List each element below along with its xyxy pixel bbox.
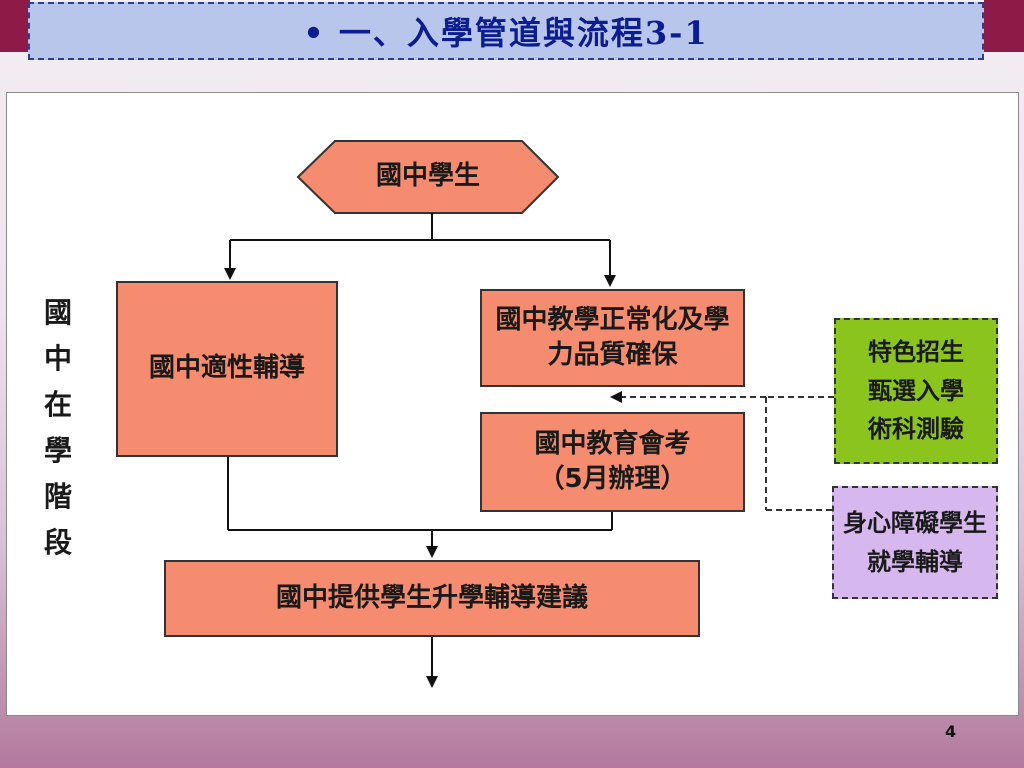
start-label: 國中學生: [375, 161, 480, 192]
disability-guidance-box: 身心障礙學生 就學輔導: [832, 486, 998, 599]
exam-box: 國中教育會考 （5月辦理）: [480, 412, 745, 512]
bottom-advice-box: 國中提供學生升學輔導建議: [164, 560, 700, 637]
top-left-accent: [0, 0, 30, 52]
page-number: 4: [945, 722, 957, 741]
junior-high-stage-label: 國中在學階段: [43, 296, 72, 559]
title-bar: • 一、入學管道與流程3-1: [28, 2, 984, 60]
top-right-accent: [984, 0, 1024, 52]
slide-title: • 一、入學管道與流程3-1: [303, 14, 709, 52]
start-hexagon: [296, 140, 560, 214]
right-top-box: 國中教學正常化及學 力品質確保: [480, 289, 745, 387]
left-guidance-box: 國中適性輔導: [116, 281, 338, 457]
special-admission-box: 特色招生 甄選入學 術科測驗: [834, 318, 998, 464]
